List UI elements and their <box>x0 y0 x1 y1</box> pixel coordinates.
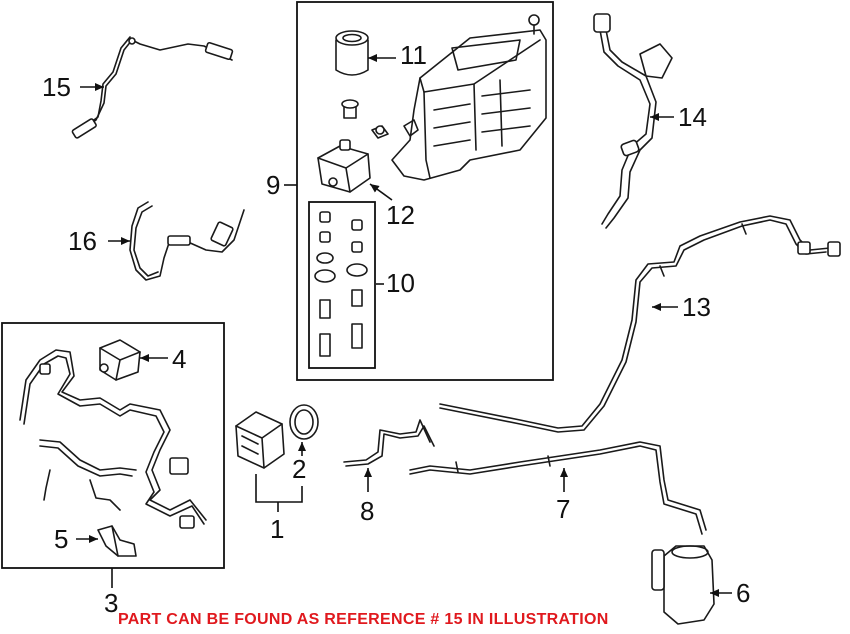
part-2-seal[interactable] <box>289 404 319 440</box>
canister-fittings <box>341 99 389 139</box>
callout-1: 1 <box>270 514 284 544</box>
part-12-purge-valve[interactable] <box>317 139 371 193</box>
part-14-vapor-hose[interactable] <box>593 13 673 229</box>
callout-16: 16 <box>68 226 97 256</box>
part-7-fuel-line[interactable] <box>409 441 707 535</box>
callout-14: 14 <box>678 102 707 132</box>
callout-12: 12 <box>386 200 415 230</box>
callout-13: 13 <box>682 292 711 322</box>
callout-15: 15 <box>42 72 71 102</box>
part-1-pump[interactable] <box>235 411 285 469</box>
part-16-oxygen-sensor[interactable] <box>129 201 245 281</box>
part-4-sensor[interactable] <box>99 339 141 381</box>
callout-5: 5 <box>54 524 68 554</box>
part-8-tube[interactable] <box>343 419 435 467</box>
part-3-harness[interactable] <box>19 349 207 529</box>
callout-2: 2 <box>292 454 306 484</box>
reference-banner: PART CAN BE FOUND AS REFERENCE # 15 IN I… <box>118 611 609 628</box>
callout-9: 9 <box>266 170 280 200</box>
leader-12 <box>369 183 393 201</box>
callout-10: 10 <box>386 268 415 298</box>
part-13-vapor-line[interactable] <box>439 215 841 433</box>
callout-3: 3 <box>104 588 118 618</box>
part-5-bracket[interactable] <box>97 525 137 557</box>
callout-8: 8 <box>360 496 374 526</box>
charcoal-canister[interactable] <box>391 14 547 181</box>
part-6-filter[interactable] <box>651 545 715 625</box>
leader-1 <box>255 474 303 512</box>
callout-6: 6 <box>736 578 750 608</box>
part-10-hardware-kit[interactable] <box>314 211 368 357</box>
callout-11: 11 <box>400 40 427 70</box>
callout-7: 7 <box>556 494 570 524</box>
part-11-filter[interactable] <box>335 30 369 76</box>
harness-group-box <box>1 322 225 569</box>
canister-group-box <box>296 1 554 381</box>
callout-4: 4 <box>172 344 186 374</box>
hardware-kit-box <box>308 201 376 369</box>
